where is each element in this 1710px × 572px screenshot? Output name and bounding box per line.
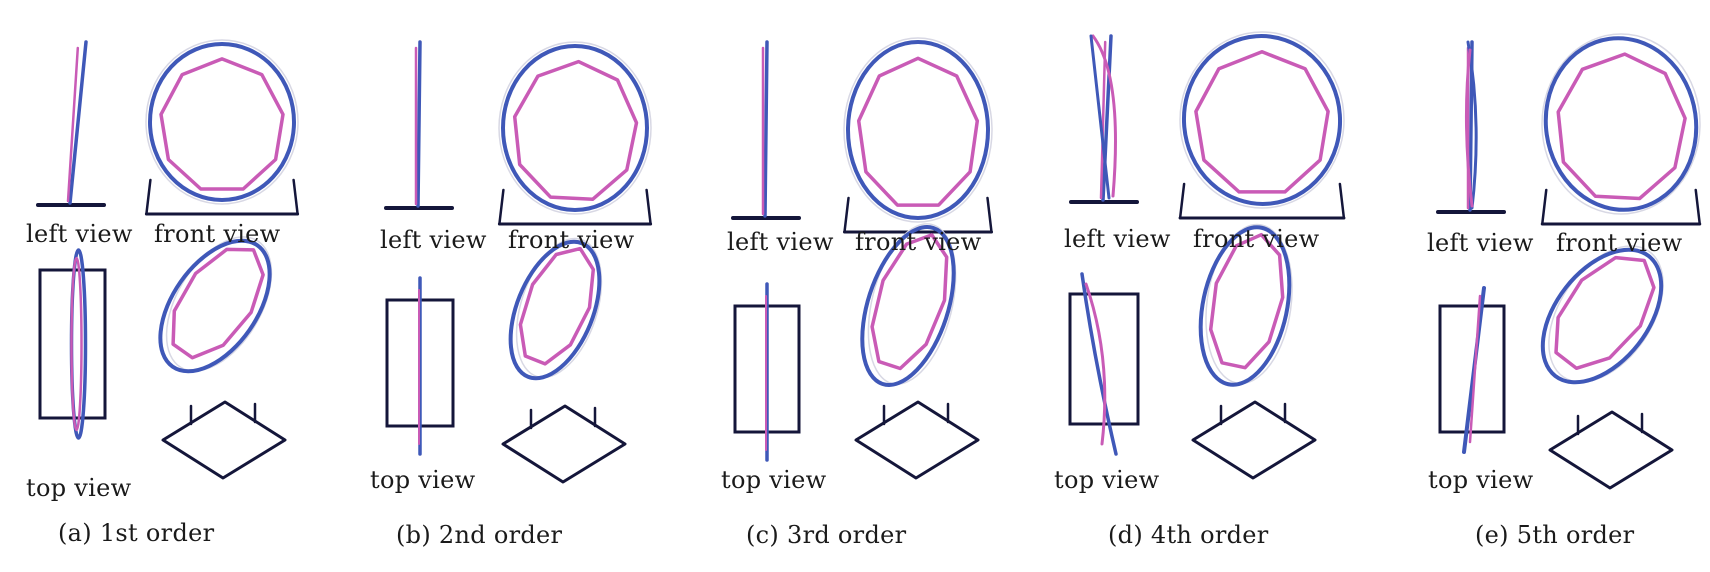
front-view-support-right: [645, 188, 652, 226]
panel-caption: (e) 5th order: [1475, 521, 1635, 549]
top-view-reference-line: [1084, 282, 1107, 446]
panel-caption: (d) 4th order: [1108, 521, 1269, 549]
iso-view-reference-nonagon: [1554, 255, 1656, 371]
iso-view-mode-ring: [158, 238, 272, 374]
left-view-mode-line: [416, 40, 422, 208]
front-view-faint-ring: [1541, 33, 1701, 215]
front-view-label: front view: [1193, 225, 1320, 253]
front-view-mode-ring: [1181, 34, 1343, 206]
left-view-label: left view: [1064, 225, 1171, 253]
front-view-reference-nonagon: [1556, 52, 1687, 201]
top-view-label: top view: [370, 466, 476, 494]
front-view-mode-ring: [501, 44, 649, 212]
left-view-bent-ring-mode: [1089, 34, 1111, 200]
front-view-reference-nonagon: [512, 59, 639, 201]
iso-view-base: [501, 404, 627, 484]
front-view-reference-nonagon: [1194, 50, 1330, 194]
panel-caption: (b) 2nd order: [396, 521, 563, 549]
top-view-label: top view: [1428, 466, 1534, 494]
iso-view-mode-ring: [1540, 247, 1664, 385]
iso-view-mode-ring: [508, 239, 602, 381]
iso-view-reference-nonagon: [518, 246, 596, 366]
front-view-mode-ring: [1543, 36, 1699, 212]
front-view-support-right: [292, 178, 299, 216]
front-view-support-right: [1694, 188, 1701, 226]
front-view-support-left: [498, 188, 505, 226]
left-view-mode-line: [763, 40, 769, 218]
left-view-reference-line: [1099, 40, 1107, 200]
left-view-label: left view: [380, 226, 487, 254]
front-view-reference-nonagon: [159, 57, 285, 191]
front-view-faint-ring: [145, 39, 299, 205]
iso-view-reference-nonagon: [171, 247, 265, 360]
iso-view-mode-ring: [860, 225, 956, 387]
iso-view-mode-ring: [1198, 225, 1292, 387]
front-view-label: front view: [855, 228, 982, 256]
iso-view-reference-nonagon: [870, 233, 949, 371]
top-view-label: top view: [721, 466, 827, 494]
top-view-reference-ring: [70, 256, 83, 432]
front-view-label: front view: [154, 220, 281, 248]
left-view-bent-ring: [1464, 48, 1474, 208]
front-view-mode-ring: [846, 40, 990, 220]
front-view-mode-ring: [148, 42, 296, 202]
iso-view-base: [1191, 400, 1317, 480]
iso-view-base: [854, 400, 980, 480]
front-view-support-left: [145, 178, 152, 216]
top-view-reference-line: [1468, 294, 1482, 444]
front-view-support-right: [1338, 182, 1346, 220]
left-view-mode-line: [1101, 34, 1113, 202]
panel-caption: (a) 1st order: [58, 519, 215, 547]
top-view-label: top view: [26, 474, 132, 502]
left-view-label: left view: [26, 220, 133, 248]
front-view-support-left: [1541, 188, 1548, 226]
left-view-label: left view: [727, 228, 834, 256]
front-view-label: front view: [1556, 229, 1683, 257]
front-view-support-right: [986, 196, 993, 234]
panel-caption: (c) 3rd order: [746, 521, 907, 549]
iso-view-faint-ring: [165, 236, 273, 372]
front-view-reference-nonagon: [856, 56, 980, 207]
top-view-mode-line: [1080, 272, 1118, 456]
iso-view-reference-nonagon: [1208, 232, 1285, 370]
iso-view-base: [1548, 410, 1674, 490]
iso-view-base: [161, 400, 287, 480]
front-view-support-left: [1178, 182, 1186, 220]
left-view-reference-line: [66, 46, 80, 203]
front-view-faint-ring: [1179, 31, 1345, 209]
left-view-bent-ring: [1091, 34, 1117, 198]
left-view-label: left view: [1427, 229, 1534, 257]
top-view-frame: [1438, 304, 1506, 434]
front-view-faint-ring: [843, 37, 993, 223]
front-view-faint-ring: [498, 41, 652, 215]
front-view-label: front view: [508, 226, 635, 254]
left-view-mode-line: [68, 40, 88, 205]
top-view-label: top view: [1054, 466, 1160, 494]
front-view-support-left: [843, 196, 850, 234]
left-view-bent-ring-mode: [1466, 40, 1478, 210]
